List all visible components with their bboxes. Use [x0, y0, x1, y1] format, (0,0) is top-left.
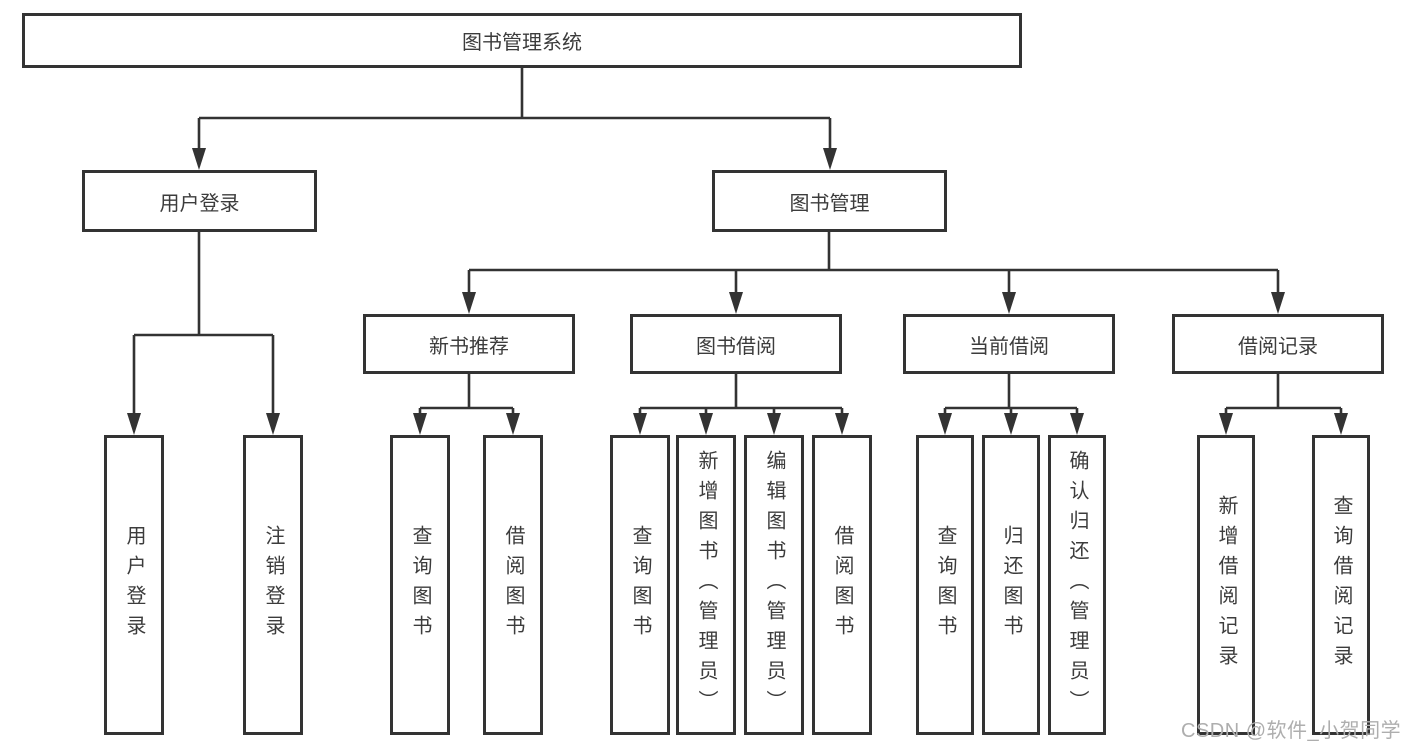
- leaf-borrow-books-recommend: 借阅图书: [483, 435, 543, 735]
- node-root: 图书管理系统: [22, 13, 1022, 68]
- leaf-add-book-admin: 新增图书（管理员）: [676, 435, 736, 735]
- node-borrowing-records: 借阅记录: [1172, 314, 1384, 374]
- leaf-query-books-recommend: 查询图书: [390, 435, 450, 735]
- leaf-user-login: 用户登录: [104, 435, 164, 735]
- node-user-login: 用户登录: [82, 170, 317, 232]
- node-book-management: 图书管理: [712, 170, 947, 232]
- node-current-borrowing: 当前借阅: [903, 314, 1115, 374]
- leaf-logout: 注销登录: [243, 435, 303, 735]
- leaf-query-borrow-record: 查询借阅记录: [1312, 435, 1370, 735]
- leaf-query-books-borrowing: 查询图书: [610, 435, 670, 735]
- leaf-query-books-current: 查询图书: [916, 435, 974, 735]
- node-book-borrowing: 图书借阅: [630, 314, 842, 374]
- leaf-return-book: 归还图书: [982, 435, 1040, 735]
- leaf-borrow-books-borrowing: 借阅图书: [812, 435, 872, 735]
- leaf-add-borrow-record: 新增借阅记录: [1197, 435, 1255, 735]
- csdn-watermark: CSDN @软件_小贺同学: [1181, 720, 1402, 742]
- node-new-book-recommend: 新书推荐: [363, 314, 575, 374]
- leaf-edit-book-admin: 编辑图书（管理员）: [744, 435, 804, 735]
- leaf-confirm-return-admin: 确认归还（管理员）: [1048, 435, 1106, 735]
